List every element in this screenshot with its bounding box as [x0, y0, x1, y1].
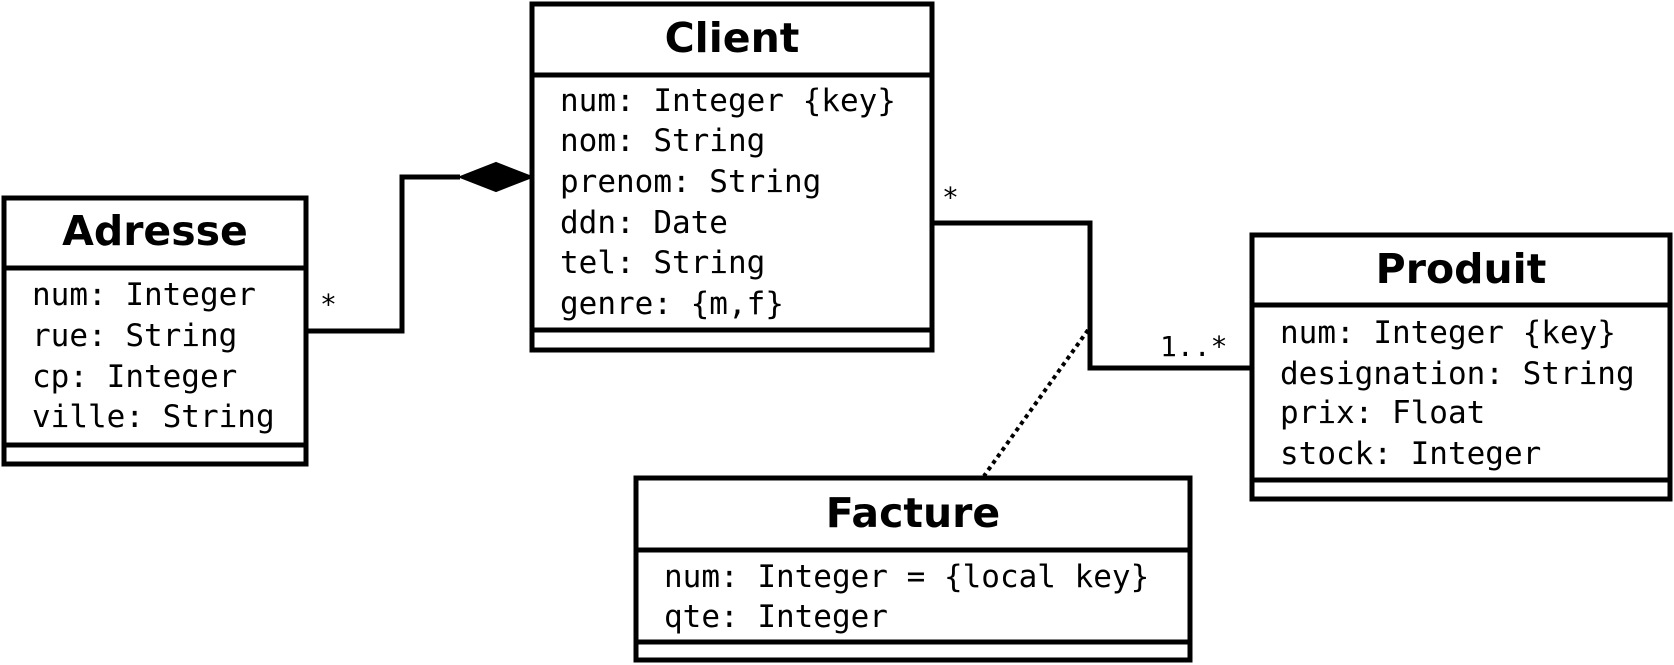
- produit-attribute: num: Integer {key}: [1280, 315, 1616, 351]
- association-line-client-produit: [932, 220, 1252, 371]
- class-client: Client num: Integer {key} nom: String pr…: [529, 1, 935, 353]
- composition-diamond: [457, 161, 535, 193]
- class-facture: Facture num: Integer = {local key} qte: …: [633, 475, 1193, 663]
- adresse-attribute: ville: String: [32, 399, 275, 435]
- client-attribute: nom: String: [560, 123, 765, 159]
- class-adresse: Adresse num: Integer rue: String cp: Int…: [1, 195, 309, 467]
- composition-line-client-adresse: [306, 174, 460, 334]
- association-class-link: [982, 328, 1090, 478]
- facture-attribute: num: Integer = {local key}: [664, 559, 1149, 595]
- class-facture-title: Facture: [826, 489, 1000, 537]
- client-attribute: ddn: Date: [560, 205, 728, 241]
- adresse-attribute: cp: Integer: [32, 359, 237, 395]
- client-attribute: prenom: String: [560, 164, 821, 200]
- adresse-attribute: rue: String: [32, 318, 237, 354]
- multiplicity-produit: 1..*: [1160, 330, 1227, 363]
- adresse-attribute: num: Integer: [32, 277, 256, 313]
- class-adresse-title: Adresse: [62, 207, 248, 255]
- client-attribute: genre: {m,f}: [560, 286, 784, 322]
- facture-attribute: qte: Integer: [664, 599, 888, 635]
- produit-attribute: designation: String: [1280, 356, 1635, 392]
- client-attribute: tel: String: [560, 245, 765, 281]
- produit-attribute: stock: Integer: [1280, 436, 1541, 472]
- multiplicity-client: *: [942, 181, 959, 214]
- class-produit-title: Produit: [1376, 245, 1547, 293]
- multiplicity-adresse: *: [320, 288, 337, 321]
- class-produit: Produit num: Integer {key} designation: …: [1249, 232, 1673, 502]
- produit-attribute: prix: Float: [1280, 395, 1485, 431]
- client-attribute: num: Integer {key}: [560, 83, 896, 119]
- class-client-title: Client: [665, 14, 800, 62]
